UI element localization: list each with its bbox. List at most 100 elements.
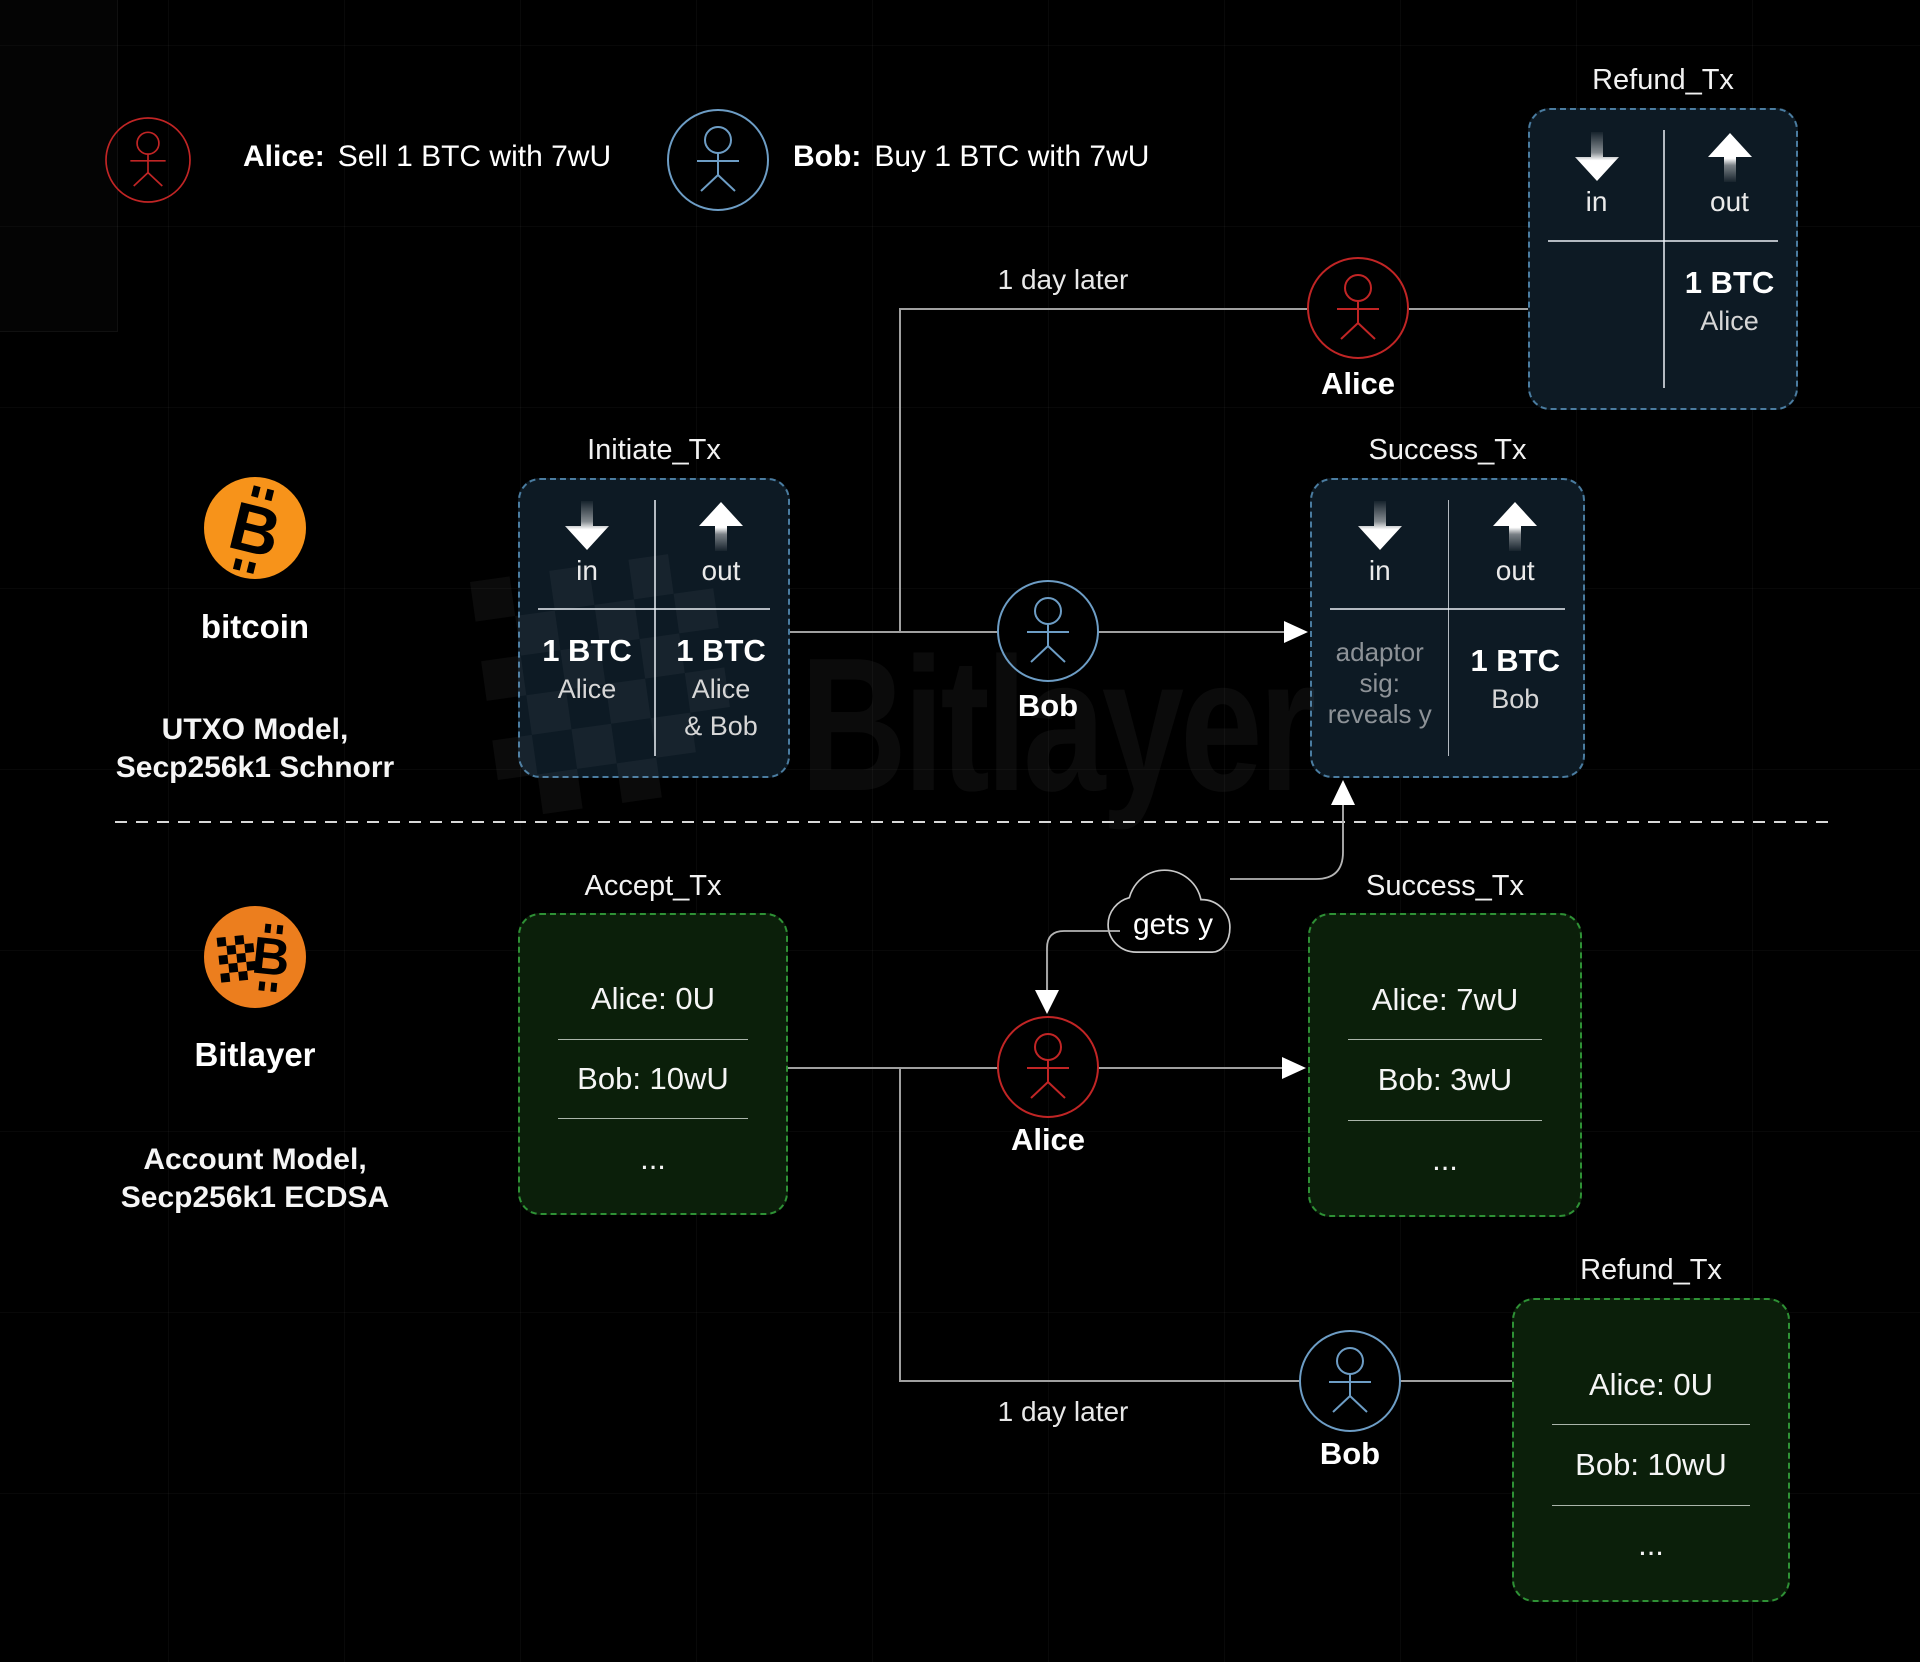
alice-legend-figure xyxy=(105,117,191,203)
arrow-in-down-icon xyxy=(1574,132,1619,181)
refund-btc-in-cell: in xyxy=(1530,110,1663,240)
bitlayer-model-line1: Account Model, xyxy=(143,1143,367,1176)
box-horizontal-divider xyxy=(1330,608,1565,610)
bitcoin-model-line1: UTXO Model, xyxy=(161,713,349,746)
day-later-bottom-label: 1 day later xyxy=(997,1396,1129,1427)
in-label: in xyxy=(1368,555,1391,586)
initiate-out-value: 1 BTC Alice & Bob xyxy=(654,608,788,776)
arrowhead-into-success-btc-bottom xyxy=(1331,780,1355,805)
background-patch xyxy=(0,0,118,332)
initiate-tx-title: Initiate_Tx xyxy=(587,434,721,466)
alice-top-figure xyxy=(1307,257,1409,359)
row-divider xyxy=(1348,1039,1542,1041)
party: Bob xyxy=(1491,684,1540,714)
party: Alice xyxy=(692,672,751,707)
row-divider xyxy=(558,1118,748,1120)
alice-mid-figure xyxy=(997,1016,1099,1118)
in-label: in xyxy=(576,555,598,587)
initiate-out-cell: out xyxy=(654,480,788,608)
success-tx-l2-title: Success_Tx xyxy=(1366,870,1524,902)
amount: 1 BTC xyxy=(542,632,632,670)
bob-mid-label: Bob xyxy=(1017,688,1079,723)
success-btc-out-cell: out xyxy=(1448,480,1584,608)
alice-mid-label: Alice xyxy=(1010,1122,1086,1157)
box-vertical-divider xyxy=(1663,130,1665,388)
bitlayer-model-label: Account Model, Secp256k1 ECDSA xyxy=(55,1141,455,1217)
row-divider xyxy=(1552,1424,1750,1426)
refund-btc-in-value xyxy=(1530,240,1663,408)
alice-legend-name: Alice: xyxy=(243,140,325,173)
gets-y-label: gets y xyxy=(1132,908,1214,941)
bitcoin-logo-icon: B xyxy=(204,477,306,579)
balance-row: Alice: 0U xyxy=(590,981,716,1017)
bitcoin-label: bitcoin xyxy=(200,608,310,645)
alice-legend-text: Alice: Sell 1 BTC with 7wU xyxy=(243,140,611,174)
bitlayer-model-line2: Secp256k1 ECDSA xyxy=(120,1181,390,1214)
arrowhead-into-success-l2 xyxy=(1282,1057,1306,1079)
success-tx-l2-box: Alice: 7wU Bob: 3wU ... xyxy=(1308,913,1582,1217)
alice-legend-desc: Sell 1 BTC with 7wU xyxy=(337,140,612,173)
refund-tx-l2-box: Alice: 0U Bob: 10wU ... xyxy=(1512,1298,1790,1602)
box-vertical-divider xyxy=(654,500,656,756)
success-btc-in-cell: in xyxy=(1312,480,1448,608)
balance-row: Alice: 7wU xyxy=(1371,981,1519,1017)
box-horizontal-divider xyxy=(1548,240,1778,242)
bob-bottom-label: Bob xyxy=(1319,1436,1381,1471)
balance-row: ... xyxy=(640,1140,666,1176)
success-btc-out-value: 1 BTC Bob xyxy=(1448,608,1584,776)
refund-tx-btc-box: in out 1 BTC Alice xyxy=(1528,108,1798,410)
arrow-out-up-icon xyxy=(1707,133,1752,182)
row-divider xyxy=(1552,1504,1750,1506)
in-label: in xyxy=(1585,186,1608,217)
amount: 1 BTC xyxy=(1684,265,1775,300)
out-label: out xyxy=(1710,186,1749,217)
svg-text:B: B xyxy=(249,927,292,989)
out-label: out xyxy=(1495,555,1535,586)
accept-tx-title: Accept_Tx xyxy=(584,870,722,902)
bitlayer-logo-icon: B xyxy=(204,906,306,1008)
row-divider xyxy=(558,1038,748,1040)
bob-legend-desc: Buy 1 BTC with 7wU xyxy=(874,140,1150,173)
amount: 1 BTC xyxy=(1470,643,1561,678)
party: & Bob xyxy=(684,711,758,741)
bob-bottom-figure xyxy=(1299,1330,1401,1432)
bitcoin-model-line2: Secp256k1 Schnorr xyxy=(115,751,395,784)
arrow-out-up-icon xyxy=(1493,502,1538,551)
arrow-out-up-icon xyxy=(699,502,743,551)
balance-row: Alice: 0U xyxy=(1588,1366,1714,1402)
balance-row: Bob: 3wU xyxy=(1377,1061,1513,1097)
bob-legend-name: Bob: xyxy=(793,140,862,173)
accept-tx-box: Alice: 0U Bob: 10wU ... xyxy=(518,913,788,1215)
initiate-tx-box: in out 1 BTC Alice 1 BTC Alice & Bob xyxy=(518,478,790,778)
bob-legend-text: Bob: Buy 1 BTC with 7wU xyxy=(793,140,1149,174)
day-later-top-label: 1 day later xyxy=(997,264,1129,295)
refund-btc-out-value: 1 BTC Alice xyxy=(1663,240,1796,408)
refund-tx-btc-title: Refund_Tx xyxy=(1592,64,1734,96)
initiate-in-value: 1 BTC Alice xyxy=(520,608,654,776)
balance-row: ... xyxy=(1432,1142,1458,1178)
party: Alice xyxy=(557,674,617,704)
amount: 1 BTC xyxy=(676,633,766,668)
balance-row: Bob: 10wU xyxy=(1575,1446,1727,1482)
box-vertical-divider xyxy=(1447,500,1449,756)
watermark-flag-icon xyxy=(470,554,730,815)
party: Alice xyxy=(1700,306,1759,336)
box-horizontal-divider xyxy=(538,608,770,610)
arrowhead-into-alice xyxy=(1035,990,1059,1014)
adaptor-sig-note: adaptor xyxy=(1335,637,1424,667)
balance-row: ... xyxy=(1638,1527,1664,1563)
refund-btc-out-cell: out xyxy=(1663,110,1796,240)
adaptor-sig-note: sig: xyxy=(1359,668,1400,698)
out-label: out xyxy=(701,555,741,586)
bob-legend-figure xyxy=(667,109,769,211)
balance-row: Bob: 10wU xyxy=(577,1061,729,1096)
row-divider xyxy=(1348,1119,1542,1121)
success-tx-btc-title: Success_Tx xyxy=(1368,434,1527,466)
watermark-text: Bitlayer xyxy=(800,630,1316,820)
initiate-in-cell: in xyxy=(520,480,654,608)
arrow-in-down-icon xyxy=(1357,501,1402,550)
refund-tx-l2-title: Refund_Tx xyxy=(1580,1254,1722,1286)
bitcoin-model-label: UTXO Model, Secp256k1 Schnorr xyxy=(55,711,455,787)
success-tx-btc-box: in out adaptor sig: reveals y 1 BTC Bob xyxy=(1310,478,1585,778)
success-btc-in-value: adaptor sig: reveals y xyxy=(1312,608,1448,776)
